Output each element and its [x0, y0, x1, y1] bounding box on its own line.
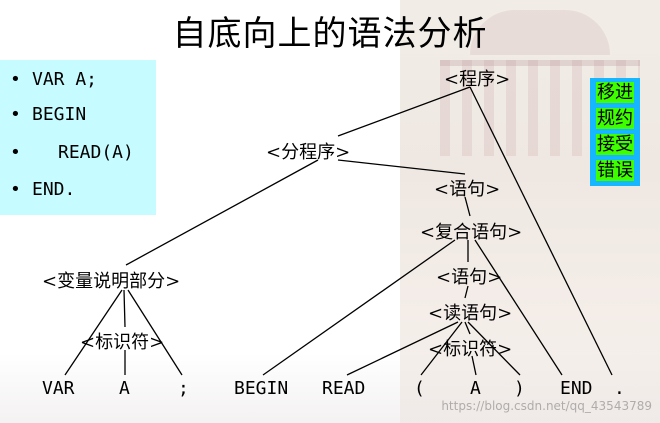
watermark: https://blog.csdn.net/qq_43543789 [441, 399, 652, 413]
node-statement: <语句> [434, 175, 500, 201]
edge-subprogram-stmt1 [338, 160, 465, 174]
edge-subprogram-vardecl [126, 160, 318, 265]
leaf-right-paren: ) [514, 378, 525, 399]
node-variable-declaration: <变量说明部分> [42, 267, 180, 293]
node-subprogram: <分程序> [266, 138, 350, 164]
node-identifier-1: <标识符> [80, 328, 164, 354]
edge-compound-begin [263, 240, 455, 375]
edge-program-subprogram [338, 87, 470, 136]
node-compound-statement: <复合语句> [420, 218, 522, 244]
node-identifier-2: <标识符> [428, 335, 512, 361]
leaf-var: VAR [42, 378, 75, 399]
leaf-semicolon: ; [178, 378, 189, 399]
node-statement-inner: <语句> [436, 263, 502, 289]
leaf-left-paren: ( [414, 378, 425, 399]
node-program: <程序> [444, 65, 510, 91]
leaf-a-1: A [119, 378, 130, 399]
leaf-a-2: A [470, 378, 481, 399]
leaf-begin: BEGIN [234, 378, 288, 399]
leaf-read: READ [322, 378, 365, 399]
leaf-end: END [560, 378, 593, 399]
edge-vardecl-ident1 [124, 290, 125, 327]
leaf-dot: . [614, 378, 625, 399]
node-read-statement: <读语句> [428, 299, 512, 325]
